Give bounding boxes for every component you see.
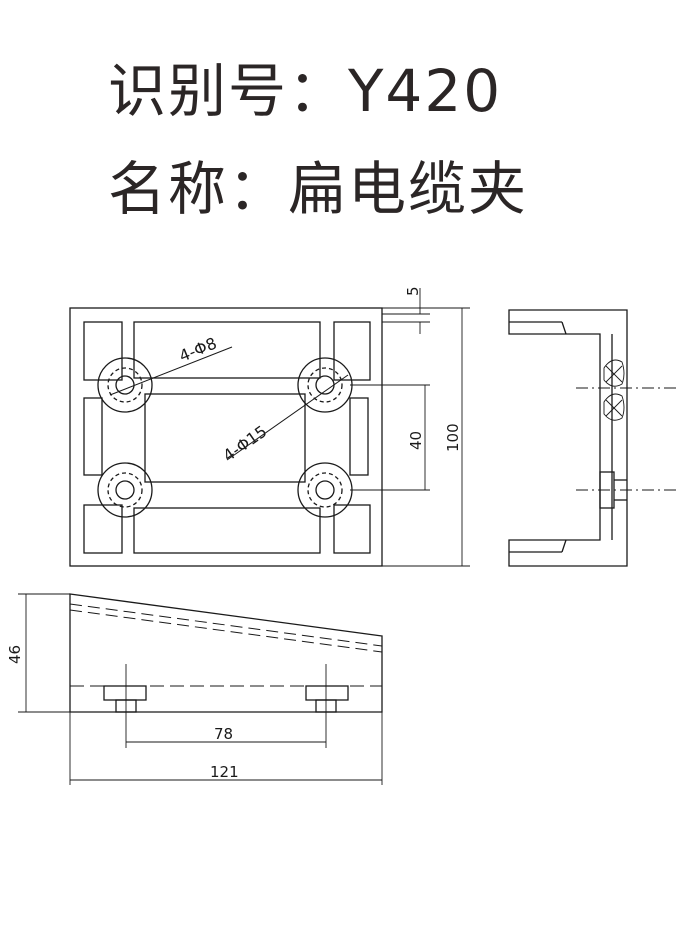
bottom-view: [18, 593, 383, 785]
dim-hole-spacing: 40: [407, 431, 425, 450]
boss-top-left: [97, 357, 153, 413]
front-outline: [69, 307, 383, 567]
boss-bottom-right: [297, 462, 353, 518]
part-id-title: 识别号：Y420: [108, 57, 503, 125]
hole-large-label: 4-Φ15: [219, 422, 270, 466]
part-name-title: 名称：扁电缆夹: [108, 155, 529, 223]
side-view: [508, 309, 676, 567]
dim-bottom-length: 121: [210, 763, 239, 781]
dim-top-offset: 5: [404, 286, 422, 296]
dim-height: 100: [444, 423, 462, 452]
dim-wedge-height: 46: [6, 645, 24, 664]
cell: [83, 321, 123, 381]
front-view: [69, 288, 470, 567]
boss-bottom-left: [97, 462, 153, 518]
hole-section: [603, 359, 625, 421]
dim-bottom-hole-spacing: 78: [214, 725, 233, 743]
